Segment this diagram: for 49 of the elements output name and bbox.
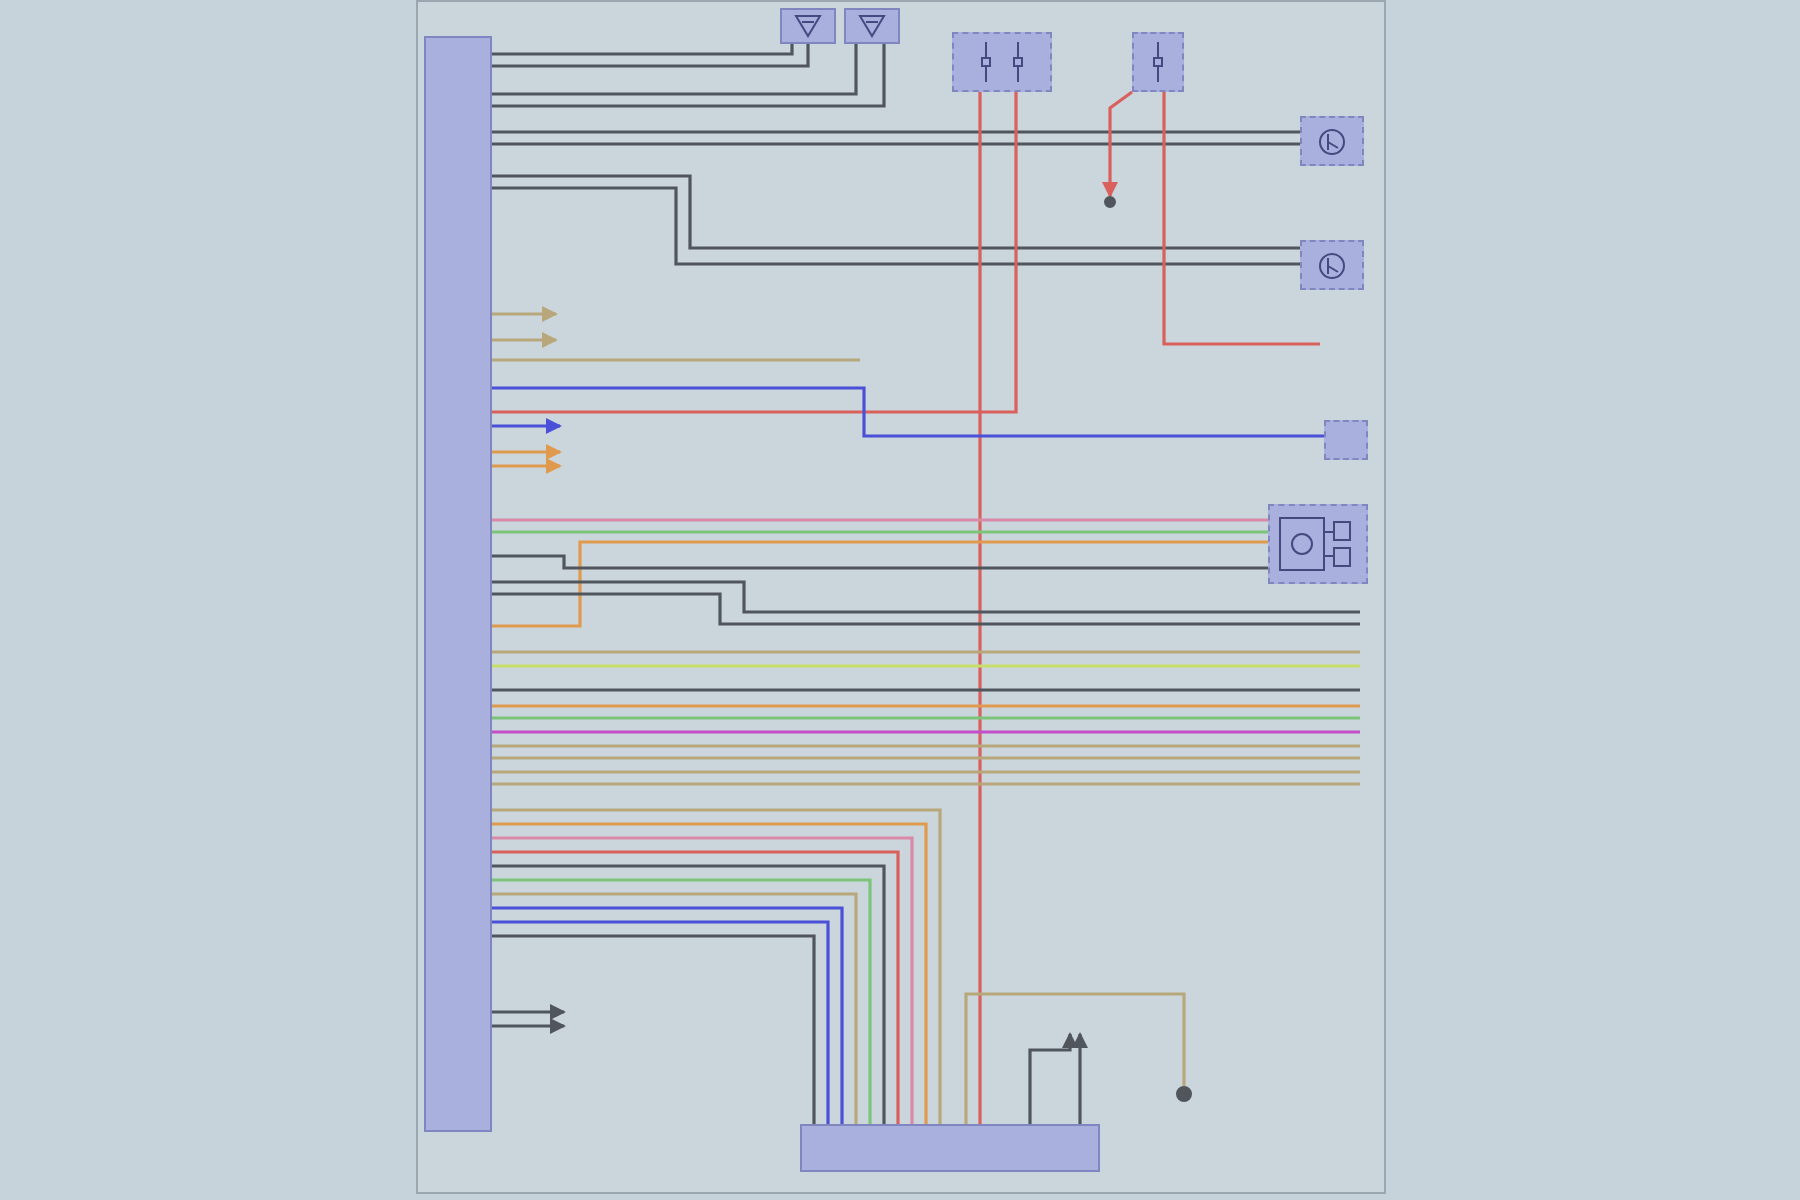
wire (492, 332, 558, 348)
wire (492, 358, 860, 362)
wire (492, 664, 1360, 668)
component-box (1300, 240, 1364, 290)
wire (492, 770, 1360, 774)
wire (492, 444, 562, 460)
wire (492, 418, 562, 434)
wire (1028, 1032, 1078, 1124)
display-box (800, 1124, 1100, 1172)
wire (492, 730, 1360, 734)
wire (492, 142, 1300, 146)
fuse-box (952, 32, 1052, 92)
wire (492, 92, 1018, 414)
component-box (1324, 420, 1368, 460)
wire (1072, 1032, 1088, 1124)
wire (978, 92, 982, 1124)
wire (492, 650, 1360, 654)
wire (492, 744, 1360, 748)
wire (492, 592, 1360, 626)
wire (492, 186, 1300, 266)
component-box (780, 8, 836, 44)
wire (492, 540, 1268, 628)
wire (492, 580, 1360, 614)
wire (492, 44, 810, 68)
wire (492, 704, 1360, 708)
wire (492, 688, 1360, 692)
wire (492, 716, 1360, 720)
wire (492, 44, 886, 108)
wire (492, 44, 794, 56)
wire (492, 130, 1300, 134)
wire (492, 44, 858, 96)
module-bar (424, 36, 492, 1132)
wire (492, 530, 1268, 534)
wire (492, 518, 1268, 522)
wire (492, 306, 558, 322)
wire (964, 992, 1186, 1124)
fuse-box (1132, 32, 1184, 92)
wire (492, 174, 1300, 250)
wire (492, 1004, 566, 1020)
wire (492, 386, 1324, 438)
component-box (844, 8, 900, 44)
wire (492, 554, 1268, 570)
wire (1102, 90, 1133, 198)
wire (492, 458, 562, 474)
wire (492, 1018, 566, 1034)
wire (492, 756, 1360, 760)
wire (492, 782, 1360, 786)
wire (1162, 92, 1320, 346)
component-box (1300, 116, 1364, 166)
